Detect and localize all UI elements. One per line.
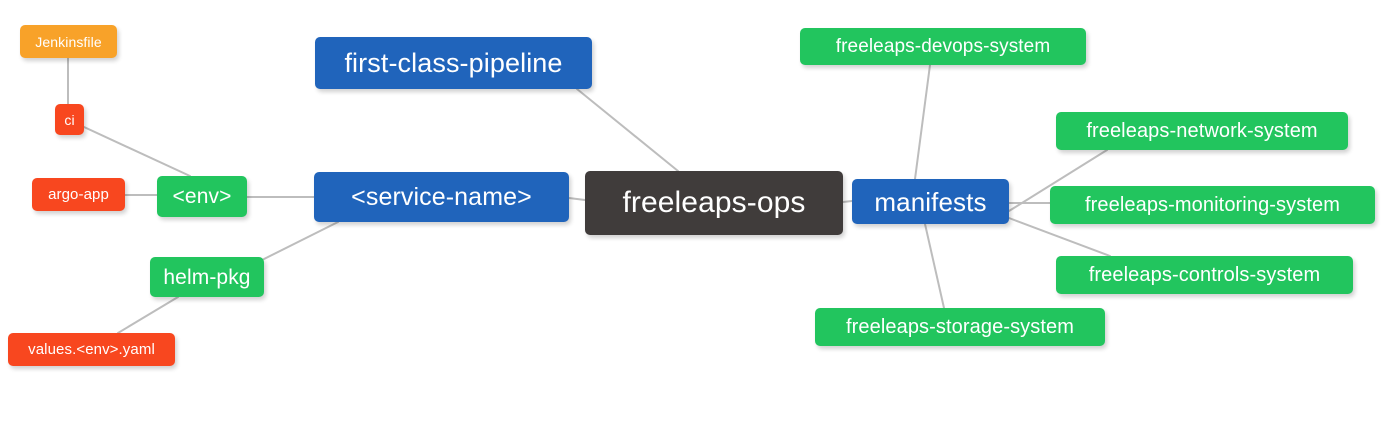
node-freeleaps-ops[interactable]: freeleaps-ops	[585, 171, 843, 235]
node-freeleaps-devops-system[interactable]: freeleaps-devops-system	[800, 28, 1086, 65]
node-label-first-class-pipeline: first-class-pipeline	[344, 47, 563, 78]
node-label-service-name: <service-name>	[351, 182, 532, 211]
node-label-env: <env>	[172, 185, 232, 208]
node-first-class-pipeline[interactable]: first-class-pipeline	[315, 37, 592, 89]
node-label-freeleaps-ops: freeleaps-ops	[622, 186, 806, 219]
node-ci[interactable]: ci	[55, 104, 84, 135]
node-label-manifests: manifests	[874, 186, 987, 217]
node-label-helm-pkg: helm-pkg	[163, 265, 251, 289]
node-values-env-yaml[interactable]: values.<env>.yaml	[8, 333, 175, 366]
node-label-jenkinsfile: Jenkinsfile	[35, 33, 102, 50]
node-freeleaps-controls-system[interactable]: freeleaps-controls-system	[1056, 256, 1353, 294]
node-argo-app[interactable]: argo-app	[32, 178, 125, 211]
node-label-values-env-yaml: values.<env>.yaml	[28, 341, 155, 358]
node-service-name[interactable]: <service-name>	[314, 172, 569, 222]
node-freeleaps-network-system[interactable]: freeleaps-network-system	[1056, 112, 1348, 150]
node-label-freeleaps-monitoring-system: freeleaps-monitoring-system	[1084, 194, 1340, 216]
node-manifests[interactable]: manifests	[852, 179, 1009, 224]
node-freeleaps-storage-system[interactable]: freeleaps-storage-system	[815, 308, 1105, 346]
node-label-freeleaps-storage-system: freeleaps-storage-system	[845, 316, 1075, 338]
node-label-freeleaps-controls-system: freeleaps-controls-system	[1088, 264, 1321, 286]
node-helm-pkg[interactable]: helm-pkg	[150, 257, 264, 297]
node-freeleaps-monitoring-system[interactable]: freeleaps-monitoring-system	[1050, 186, 1375, 224]
node-env[interactable]: <env>	[157, 176, 247, 217]
node-label-ci: ci	[64, 111, 75, 128]
node-label-freeleaps-network-system: freeleaps-network-system	[1086, 120, 1318, 142]
node-label-freeleaps-devops-system: freeleaps-devops-system	[835, 36, 1051, 57]
node-jenkinsfile[interactable]: Jenkinsfile	[20, 25, 117, 58]
node-label-argo-app: argo-app	[48, 186, 109, 203]
